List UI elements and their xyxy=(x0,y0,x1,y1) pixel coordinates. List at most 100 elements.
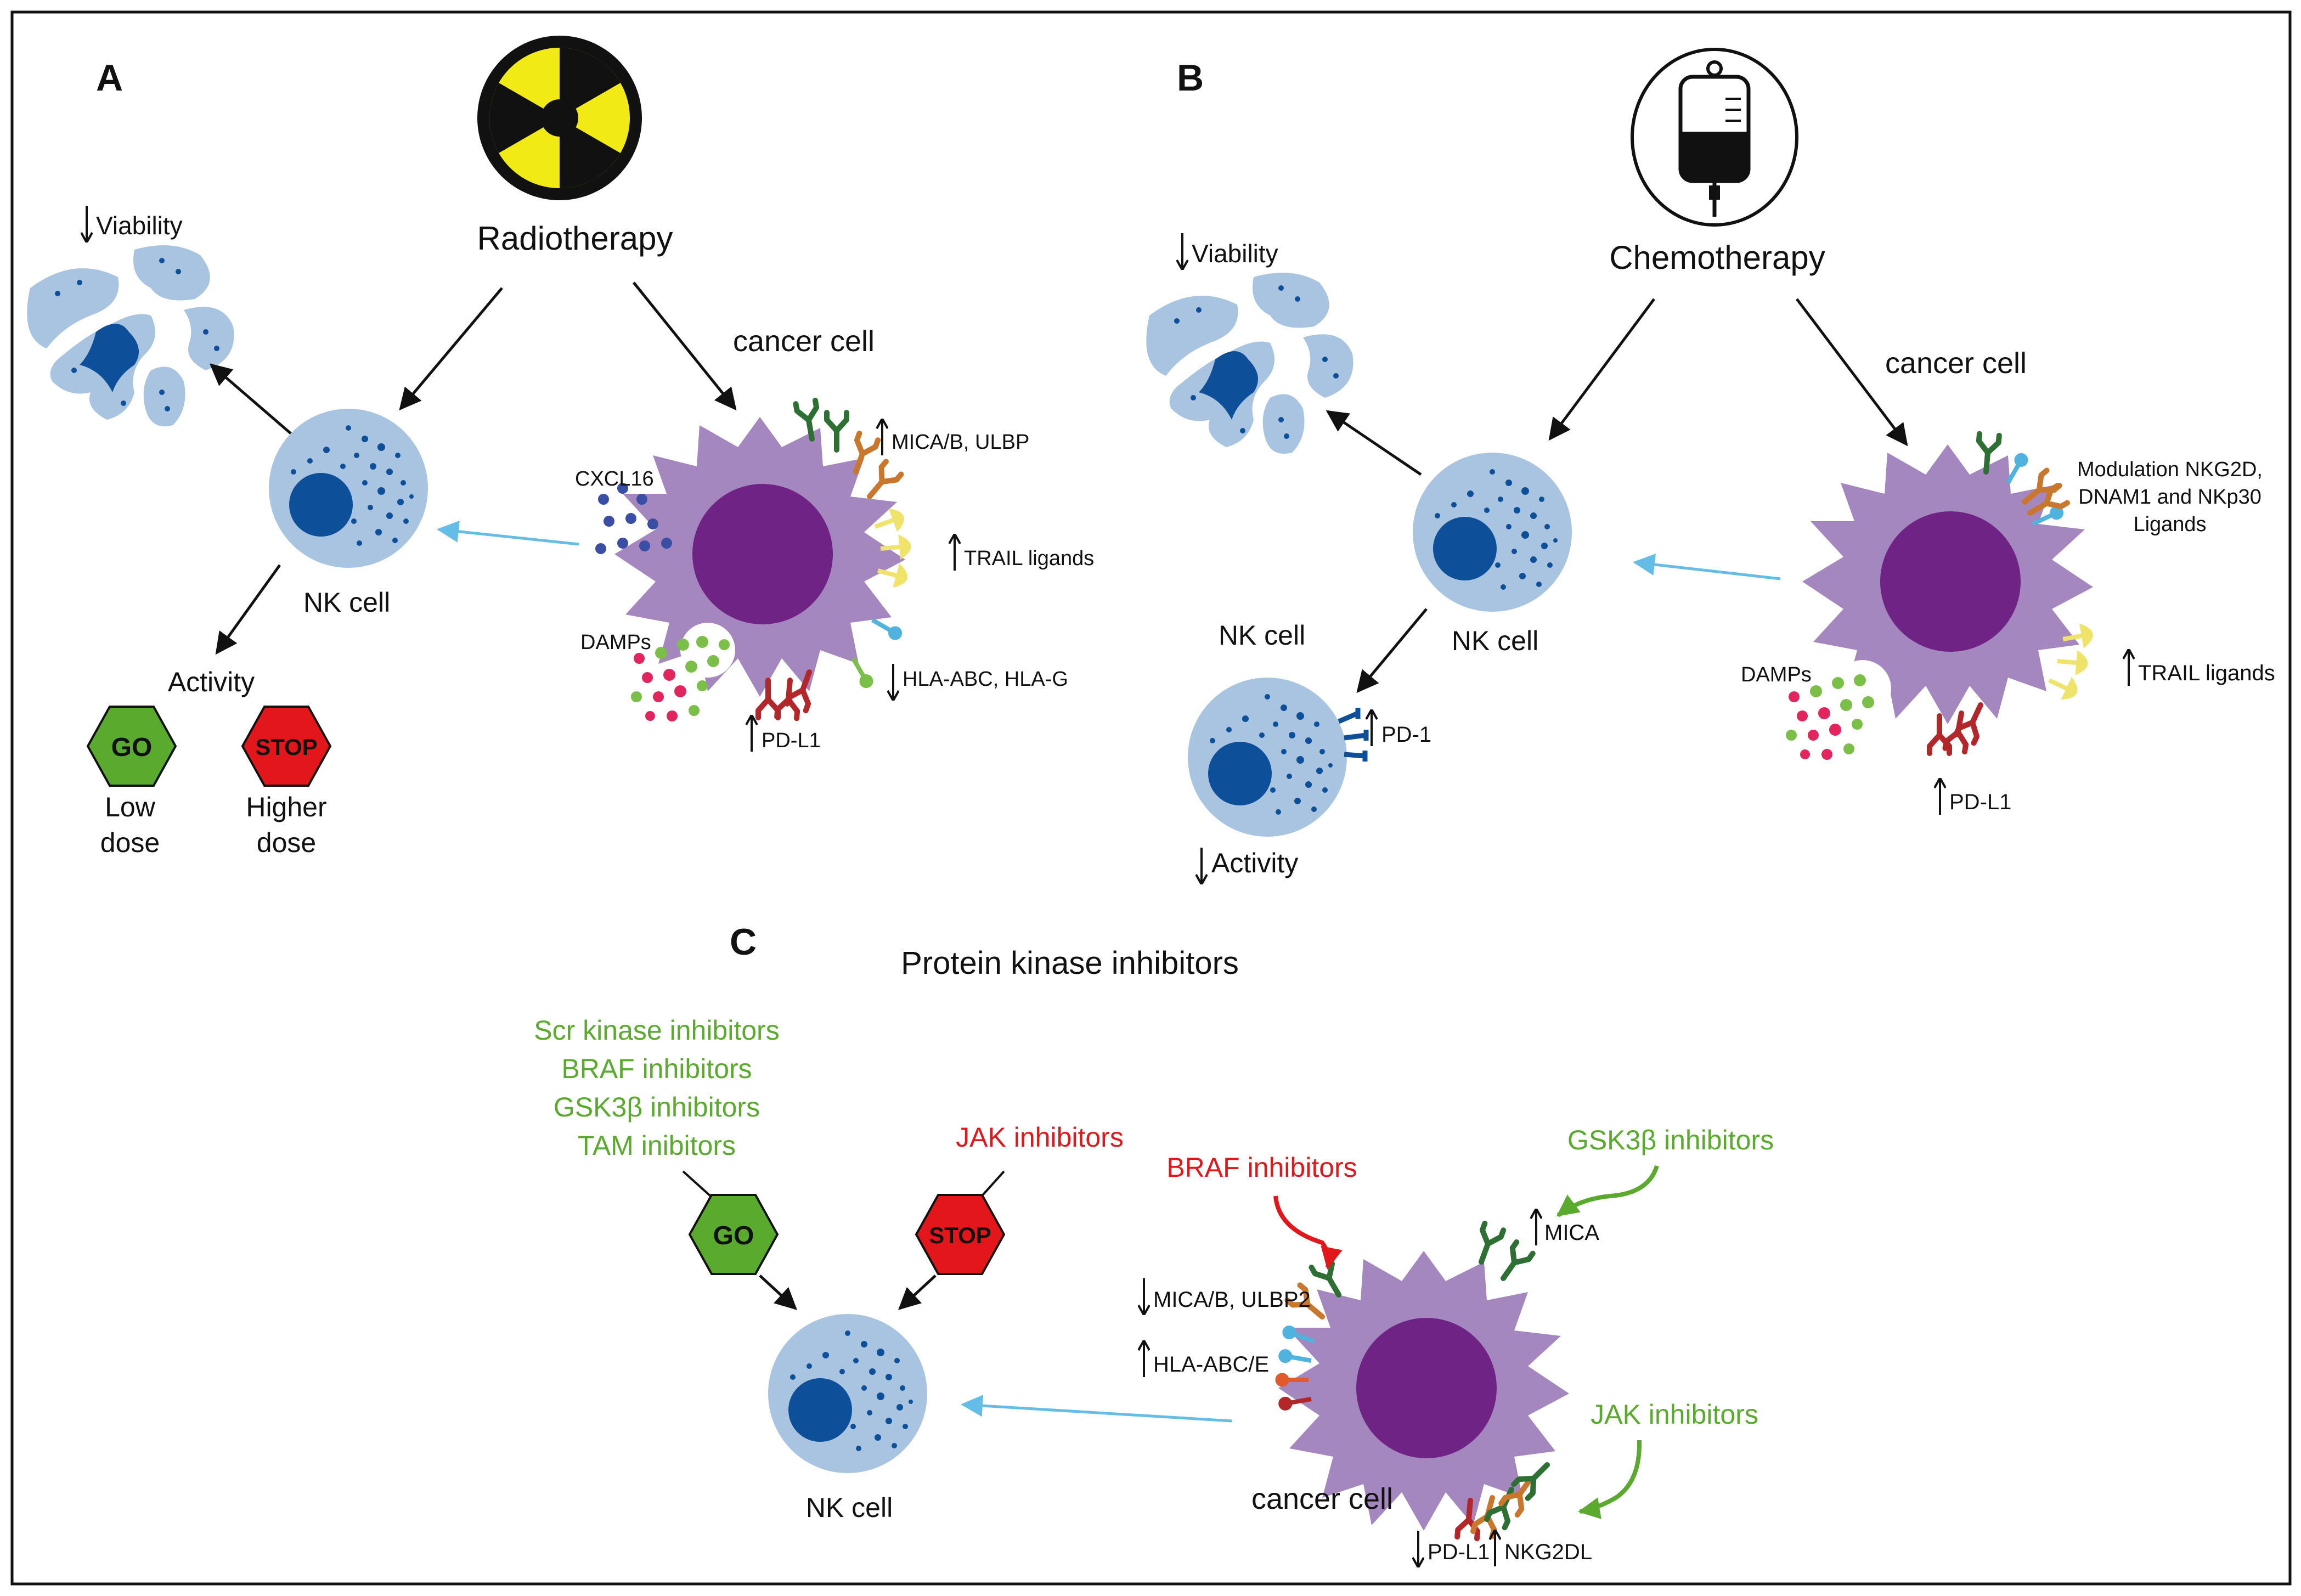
svg-text:DNAM1 and NKp30: DNAM1 and NKp30 xyxy=(2078,486,2261,509)
svg-text:HLA-ABC, HLA-G: HLA-ABC, HLA-G xyxy=(903,668,1068,691)
panel-b: B Chemotherapy Viability NK cell NK cell xyxy=(1146,48,2275,883)
svg-text:TAM inibitors: TAM inibitors xyxy=(578,1130,736,1161)
arrow-go-to-nk xyxy=(759,1274,797,1310)
panel-a: A Radiotherapy Viability NK cell Activi xyxy=(27,36,1094,858)
go-connector xyxy=(682,1170,712,1197)
pdl1-label-c: PD-L1 xyxy=(1418,1531,1490,1566)
svg-text:Viability: Viability xyxy=(1192,239,1278,268)
cxcl16-chemokines xyxy=(595,483,672,554)
nkg2dl-label: NKG2DL xyxy=(1495,1531,1592,1566)
arrow-nk-to-dying-b xyxy=(1326,410,1422,476)
trail-label: TRAIL ligands xyxy=(955,535,1094,571)
svg-text:MICA: MICA xyxy=(1544,1221,1599,1245)
braf-inhibitor-arrow xyxy=(1273,1195,1343,1270)
dying-nk-cell-b xyxy=(1146,273,1353,454)
activity-label: Activity xyxy=(168,667,255,697)
braf-inhibitor-red-label: BRAF inhibitors xyxy=(1166,1152,1357,1183)
arrow-radiotherapy-to-cancer xyxy=(633,281,737,411)
svg-text:Viability: Viability xyxy=(96,211,183,240)
stop-sign-c-text: STOP xyxy=(929,1222,991,1248)
mica-ulbp2-label: MICA/B, ULBP2 xyxy=(1144,1278,1311,1314)
panel-b-letter: B xyxy=(1177,57,1204,99)
svg-text:MICA/B, ULBP: MICA/B, ULBP xyxy=(892,431,1029,454)
go-inhibitor-list: Scr kinase inhibitors BRAF inhibitors GS… xyxy=(534,1015,779,1161)
trail-label-b: TRAIL ligands xyxy=(2129,650,2275,686)
go-sign-text: GO xyxy=(111,733,153,762)
svg-text:TRAIL ligands: TRAIL ligands xyxy=(2138,661,2275,685)
mica-label-c: MICA xyxy=(1536,1210,1599,1245)
arrow-radiotherapy-to-nk xyxy=(399,287,503,411)
jak-inhibitor-arrow xyxy=(1578,1440,1642,1519)
pdl1-label-b: PD-L1 xyxy=(1940,779,2011,815)
svg-text:Activity: Activity xyxy=(1211,848,1298,878)
gsk3b-inhibitor-green-label: GSK3β inhibitors xyxy=(1567,1125,1774,1155)
cancer-cell-label-b: cancer cell xyxy=(1885,347,2027,380)
viability-label: Viability xyxy=(87,206,183,241)
svg-text:NKG2DL: NKG2DL xyxy=(1504,1540,1592,1564)
svg-text:PD-L1: PD-L1 xyxy=(1428,1540,1490,1564)
arrow-nk-to-dying xyxy=(209,363,292,435)
panel-a-letter: A xyxy=(96,57,123,99)
pdl1-receptors-b xyxy=(1930,701,1989,753)
migration-arrow-b xyxy=(1633,554,1781,580)
figure-border xyxy=(10,10,2292,1586)
arrow-nk-to-lower-nk xyxy=(1356,608,1428,693)
svg-text:BRAF inhibitors: BRAF inhibitors xyxy=(561,1053,752,1084)
svg-text:Scr kinase inhibitors: Scr kinase inhibitors xyxy=(534,1015,779,1046)
cancer-cell-label-c: cancer cell xyxy=(1251,1482,1393,1515)
nk-cell-b-lower xyxy=(1188,678,1347,837)
migration-arrow xyxy=(437,520,579,546)
svg-text:TRAIL ligands: TRAIL ligands xyxy=(964,547,1094,570)
migration-arrow-c xyxy=(961,1395,1232,1423)
pd1-label: PD-1 xyxy=(1372,710,1431,747)
low-dose-line2: dose xyxy=(100,827,160,858)
nk-cell-label-b-upper: NK cell xyxy=(1452,625,1538,656)
higher-dose-line1: Higher xyxy=(246,792,326,822)
hla-label: HLA-ABC, HLA-G xyxy=(893,664,1068,700)
iv-bag-icon xyxy=(1631,48,1798,227)
svg-text:GSK3β inhibitors: GSK3β inhibitors xyxy=(554,1092,760,1123)
pdl1-label: PD-L1 xyxy=(752,716,821,752)
arrow-stop-to-nk xyxy=(898,1274,937,1310)
svg-text:Modulation NKG2D,: Modulation NKG2D, xyxy=(2077,458,2263,481)
radiation-icon xyxy=(477,36,642,200)
cancer-cell-label: cancer cell xyxy=(733,325,875,358)
svg-text:HLA-ABC/E: HLA-ABC/E xyxy=(1153,1352,1269,1377)
stop-connector xyxy=(978,1170,1005,1200)
jak-stop-label: JAK inhibitors xyxy=(956,1122,1124,1153)
nk-cell xyxy=(269,409,428,568)
damps-particles-b xyxy=(1786,674,1874,760)
nk-cell-b-upper xyxy=(1413,453,1572,612)
hla-abce-label: HLA-ABC/E xyxy=(1144,1341,1269,1377)
damps-label: DAMPs xyxy=(580,631,651,654)
panel-c-title: Protein kinase inhibitors xyxy=(901,945,1239,981)
stop-sign-text: STOP xyxy=(255,734,318,760)
svg-text:Ligands: Ligands xyxy=(2133,513,2206,536)
arrow-chemo-to-cancer xyxy=(1796,298,1908,447)
nk-cell-label-b-lower: NK cell xyxy=(1219,620,1305,651)
viability-label-b: Viability xyxy=(1182,233,1278,269)
nk-cell-label: NK cell xyxy=(303,587,390,618)
activity-label-b: Activity xyxy=(1202,848,1298,883)
go-sign-c-text: GO xyxy=(713,1221,754,1250)
arrow-nk-to-activity xyxy=(215,564,281,655)
dying-nk-cell xyxy=(27,245,234,426)
jak-inhibitor-green-label: JAK inhibitors xyxy=(1591,1399,1758,1430)
svg-text:PD-L1: PD-L1 xyxy=(762,729,821,752)
svg-text:PD-L1: PD-L1 xyxy=(1949,790,2011,814)
arrow-chemo-to-nk xyxy=(1548,298,1656,441)
gsk3b-inhibitor-arrow xyxy=(1556,1165,1659,1217)
higher-dose-line2: dose xyxy=(257,827,316,858)
pd1-receptors xyxy=(1338,708,1369,762)
chemotherapy-label: Chemotherapy xyxy=(1609,239,1825,276)
mica-label: MICA/B, ULBP xyxy=(882,420,1029,455)
panel-c-letter: C xyxy=(730,921,757,963)
svg-text:MICA/B, ULBP2: MICA/B, ULBP2 xyxy=(1153,1288,1311,1312)
svg-text:PD-1: PD-1 xyxy=(1381,723,1431,747)
damps-particles xyxy=(631,636,730,721)
cxcl16-label: CXCL16 xyxy=(575,467,654,490)
modulation-label: Modulation NKG2D, DNAM1 and NKp30 Ligand… xyxy=(2077,458,2263,536)
nk-cell-c xyxy=(768,1314,927,1473)
damps-label-b: DAMPs xyxy=(1741,663,1812,686)
